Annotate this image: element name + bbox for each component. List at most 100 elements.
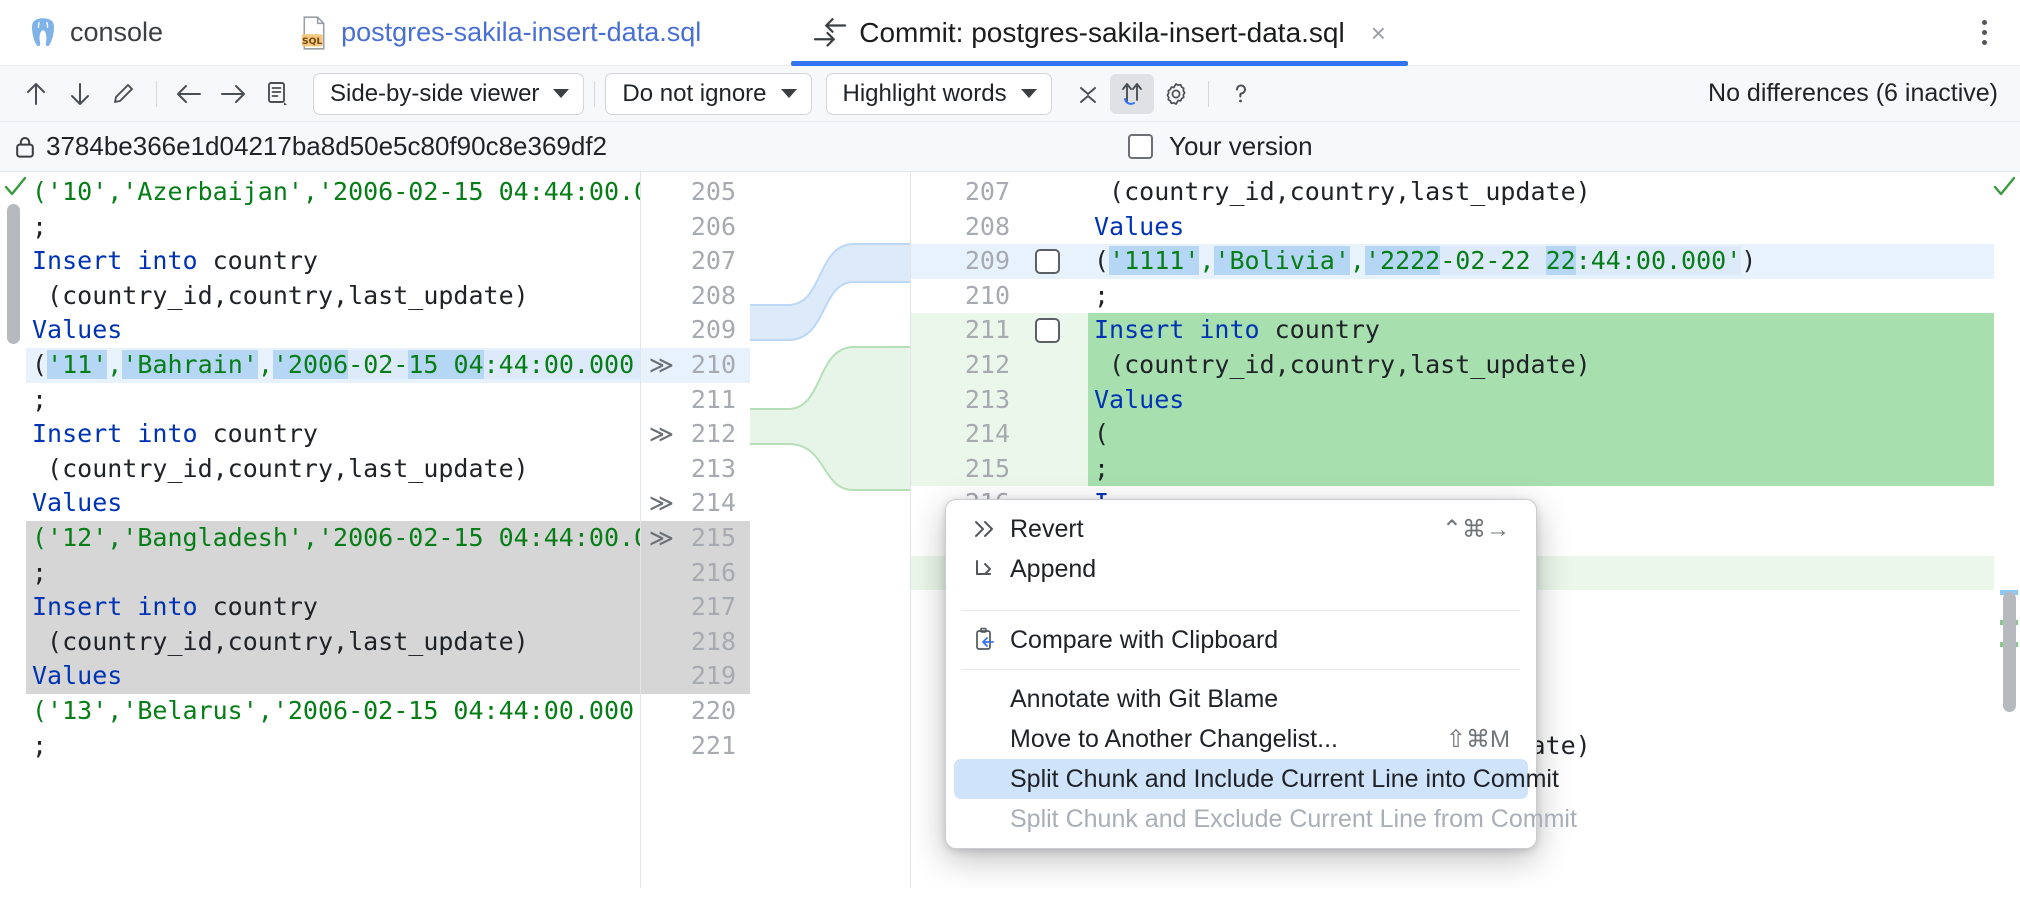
code-line[interactable]: Values [26,659,640,694]
line-number: 215 [690,523,736,552]
green-check-icon [1992,174,2018,200]
tab-sql-file[interactable]: SQL postgres-sakila-insert-data.sql [277,0,723,66]
pencil-icon[interactable] [102,74,146,114]
right-pane-title-text: Your version [1169,131,1313,161]
line-number: 213 [690,453,736,483]
include-chunk-checkbox[interactable] [1035,318,1060,344]
code-line[interactable]: ; [26,729,640,764]
menu-item-append[interactable]: Append [954,549,1528,589]
close-icon[interactable]: × [1370,17,1386,48]
include-chunk-checkbox[interactable] [1035,249,1060,275]
code-token: (country_id,country,last_update) [1094,350,1591,379]
menu-item-label: Move to Another Changelist... [1010,724,1338,753]
gear-icon[interactable] [1154,74,1198,114]
code-line[interactable]: ('13','Belarus','2006-02-15 04:44:00.000… [26,694,640,729]
line-number: 211 [690,384,736,414]
code-line[interactable]: Values [1088,210,1994,245]
code-line[interactable]: Insert into country [1088,313,1994,348]
code-line[interactable]: (country_id,country,last_update) [1088,348,1994,383]
arrow-up-icon[interactable] [14,74,58,114]
append-icon [972,558,1010,580]
code-token: (country_id,country,last_update) [32,626,529,656]
menu-item-revert[interactable]: Revert ⌃⌘→ [954,509,1528,549]
tab-console[interactable]: console [0,0,185,66]
line-number: 214 [690,488,736,518]
arrow-down-icon[interactable] [58,74,102,114]
line-number: 207 [690,246,736,276]
menu-item-annotate-with-git-blame[interactable]: Annotate with Git Blame [954,679,1528,719]
right-scrollbar-thumb[interactable] [2003,592,2016,712]
line-number: 208 [964,211,1010,241]
menu-item-split-chunk-exclude: Split Chunk and Exclude Current Line fro… [954,799,1577,839]
menu-spacer [946,589,1536,601]
code-token: ; [32,211,48,241]
apply-change-chevrons-icon[interactable]: ≫ [648,420,674,449]
menu-item-move-to-another-changelist[interactable]: Move to Another Changelist... ⇧⌘M [954,719,1528,759]
right-status-strip [1992,172,2020,888]
code-token: Insert into [32,592,213,622]
line-number: 218 [690,626,736,656]
toolbar-divider [1207,80,1209,107]
menu-item-split-chunk-include[interactable]: Split Chunk and Include Current Line int… [954,759,1559,799]
code-line[interactable]: ('11','Bahrain','2006-02-15 04:44:00.000… [26,348,640,383]
apply-change-chevrons-icon[interactable]: ≫ [648,489,674,518]
code-token: Values [32,315,123,345]
code-line[interactable]: Insert into country [26,590,640,625]
code-line[interactable]: ; [26,555,640,591]
left-pane-title: 3784be366e1d04217ba8d50e5c80f90c8e369df2 [0,131,607,162]
code-line[interactable]: (country_id,country,last_update) [26,624,640,660]
diff-connector-band [750,172,910,888]
code-line[interactable]: ; [1088,279,1994,314]
gutter-row-background [911,382,1088,418]
ignore-mode-combo[interactable]: Do not ignore [605,72,812,115]
code-line[interactable]: Insert into country [26,244,640,279]
menu-item-label: Split Chunk and Exclude Current Line fro… [1010,804,1577,833]
code-line[interactable]: (country_id,country,last_update) [26,452,640,487]
left-scrollbar-thumb[interactable] [7,204,20,344]
postgres-elephant-icon [28,17,58,49]
menu-item-compare-with-clipboard[interactable]: Compare with Clipboard [954,620,1528,660]
question-mark-icon[interactable] [1219,74,1263,114]
arrow-left-icon[interactable] [167,74,211,114]
left-pane-title-text: 3784be366e1d04217ba8d50e5c80f90c8e369df2 [46,131,608,161]
code-line[interactable]: Values [1088,382,1994,418]
highlight-mode-combo[interactable]: Highlight words [825,72,1052,115]
apply-change-chevrons-icon[interactable]: ≫ [648,524,674,552]
code-line[interactable]: ('10','Azerbaijan','2006-02-15 04:44:00.… [26,175,640,210]
swap-sides-icon[interactable] [1109,73,1154,114]
code-token: Values [32,488,123,518]
code-line[interactable]: Insert into country [26,417,640,452]
kebab-menu-icon[interactable] [1970,16,1998,50]
menu-item-shortcut: ⇧⌘M [1445,725,1510,753]
code-token: ; [1094,280,1110,310]
tab-commit-diff[interactable]: Commit: postgres-sakila-insert-data.sql … [791,0,1408,66]
apply-change-chevrons-icon[interactable]: ≫ [648,351,674,379]
line-number: 220 [690,696,736,725]
code-line[interactable]: Values [26,486,640,521]
chevron-down-icon [780,89,797,98]
code-line[interactable]: ('12','Bangladesh','2006-02-15 04:44:00.… [26,521,640,556]
code-line[interactable]: (country_id,country,last_update) [1088,175,1994,210]
gutter-row-background [641,590,750,625]
arrow-right-icon[interactable] [211,74,255,114]
code-line[interactable]: ; [1088,451,1994,487]
code-token: ('13','Belarus','2006-02-15 04:44:00.000… [32,696,640,725]
code-line[interactable]: ; [26,210,640,245]
code-line[interactable]: ( [1088,417,1994,452]
code-line[interactable]: (country_id,country,last_update) [26,279,640,314]
left-code-area[interactable]: ('10','Azerbaijan','2006-02-15 04:44:00.… [26,172,640,888]
code-line[interactable]: Values [26,313,640,348]
chevron-down-icon [553,89,570,98]
code-line[interactable]: ; [26,383,640,418]
viewer-mode-combo[interactable]: Side-by-side viewer [313,72,585,115]
menu-item-shortcut: ⌃⌘→ [1441,515,1510,543]
collapse-icon[interactable] [1066,74,1110,114]
menu-item-label: Revert [1010,514,1084,543]
your-version-checkbox[interactable] [1128,134,1153,159]
menu-item-label: Annotate with Git Blame [1010,684,1279,713]
document-lines-icon[interactable] [255,74,299,114]
code-line[interactable]: ('1111','Bolivia','2222-02-22 22:44:00.0… [1088,244,1994,279]
left-status-strip [0,172,27,888]
